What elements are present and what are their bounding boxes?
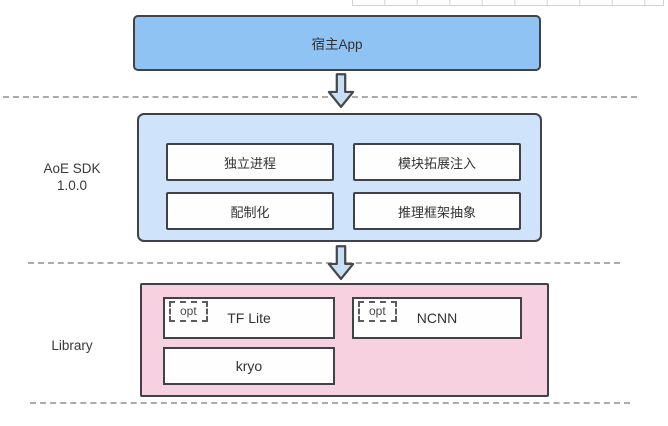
library-label: kryo bbox=[235, 358, 263, 374]
sdk-name: AoE SDK bbox=[43, 161, 101, 176]
sdk-version: 1.0.0 bbox=[56, 178, 88, 193]
module-label: 配制化 bbox=[230, 204, 270, 220]
section-divider-middle bbox=[28, 262, 620, 264]
module-box-independent-process: 独立进程 bbox=[166, 143, 334, 181]
cropped-table-edge bbox=[352, 0, 664, 6]
module-box-configuration: 配制化 bbox=[166, 192, 334, 230]
module-box-inference-abstraction: 推理框架抽象 bbox=[353, 192, 521, 230]
section-divider-bottom bbox=[30, 402, 630, 404]
library-box-tflite: opt TF Lite bbox=[163, 297, 335, 339]
module-label: 模块拓展注入 bbox=[397, 155, 476, 171]
library-box-kryo: kryo bbox=[163, 347, 335, 385]
library-label: TF Lite bbox=[227, 310, 271, 326]
down-arrow-icon bbox=[327, 73, 355, 108]
sdk-side-label: AoE SDK 1.0.0 bbox=[18, 160, 126, 194]
host-app-box: 宿主App bbox=[133, 15, 541, 71]
module-label: 独立进程 bbox=[223, 155, 276, 171]
sdk-container: 独立进程 模块拓展注入 配制化 推理框架抽象 bbox=[137, 113, 542, 242]
library-name: Library bbox=[51, 338, 93, 353]
down-arrow-icon bbox=[327, 245, 355, 280]
library-side-label: Library bbox=[18, 337, 126, 354]
library-container: opt TF Lite opt NCNN kryo bbox=[140, 283, 549, 397]
opt-badge: opt bbox=[169, 301, 208, 322]
module-box-extension-injection: 模块拓展注入 bbox=[353, 143, 521, 181]
host-app-label: 宿主App bbox=[311, 37, 363, 52]
library-box-ncnn: opt NCNN bbox=[352, 297, 522, 339]
section-divider-top bbox=[3, 96, 637, 98]
library-label: NCNN bbox=[416, 310, 458, 326]
opt-badge: opt bbox=[358, 301, 397, 322]
module-label: 推理框架抽象 bbox=[397, 204, 476, 220]
